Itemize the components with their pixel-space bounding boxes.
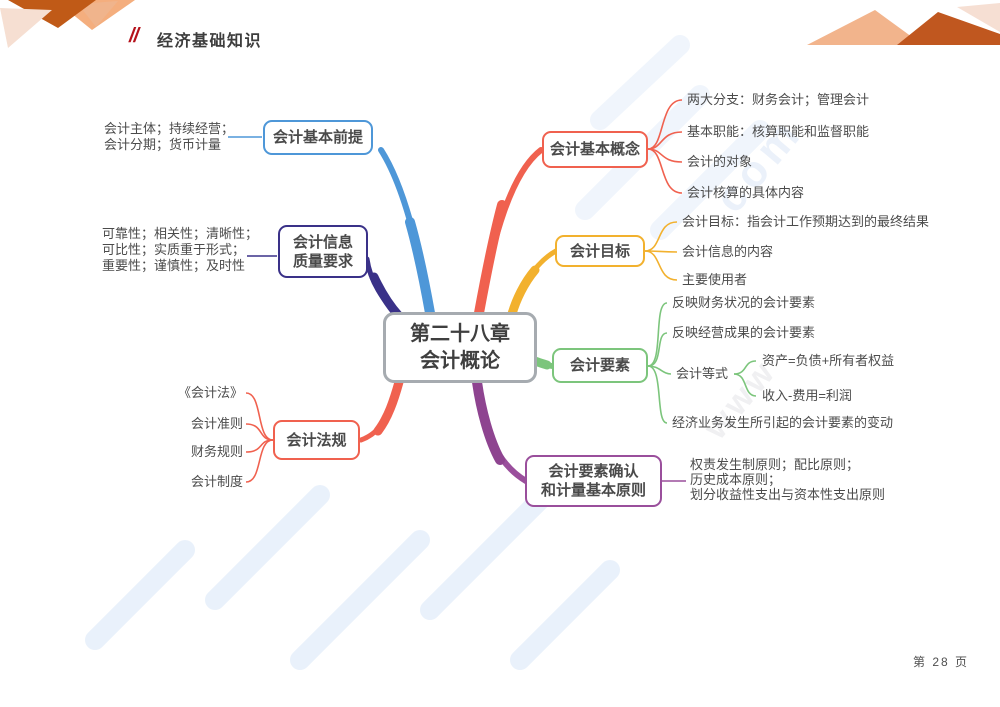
elements-leaf: 反映经营成果的会计要素 [672,325,816,340]
quality-label-line1: 会计信息 [292,233,353,251]
node-accounting-goal: 会计目标 [555,235,645,267]
node-information-quality: 会计信息 质量要求 [278,225,368,278]
concept-leaf: 两大分支：财务会计；管理会计 [687,92,870,107]
regulation-leaf: 财务规则 [190,444,243,459]
branch-curves [358,147,559,484]
goal-leaf: 主要使用者 [682,272,748,287]
equation-leaf: 收入-费用=利润 [762,388,852,403]
page-title: 经济基础知识 [157,33,263,50]
header-slash-mark: // [129,25,139,47]
node-accounting-elements: 会计要素 [552,348,648,383]
corner-decoration-left [0,0,135,48]
concept-leaf: 会计的对象 [687,154,753,169]
goal-leaf: 会计目标：指会计工作预期达到的最终结果 [682,214,930,229]
equation-leaf: 资产=负债+所有者权益 [762,353,895,368]
quality-note-line: 可比性；实质重于形式； [102,242,246,257]
regulation-leaf: 会计制度 [190,474,243,489]
premise-note-line: 会计分期；货币计量 [104,137,222,152]
central-topic-node: 第二十八章 会计概论 [383,312,537,383]
node-basic-concepts: 会计基本概念 [542,131,648,168]
central-topic-line1: 第二十八章 [410,322,510,345]
elements-leaf: 反映财务状况的会计要素 [672,295,816,310]
quality-label-line2: 质量要求 [292,252,353,270]
principles-note-line: 划分收益性支出与资本性支出原则 [690,487,886,502]
regulation-leaf: 会计准则 [190,416,243,431]
principles-label-line1: 会计要素确认 [548,463,639,480]
node-accounting-regulations: 会计法规 [273,420,360,460]
node-recognition-measurement-principles: 会计要素确认 和计量基本原则 [525,455,662,507]
central-topic-line2: 会计概论 [420,349,500,372]
elements-leaf-equation-label: 会计等式 [676,366,729,381]
principles-label-line2: 和计量基本原则 [540,482,646,499]
quality-note-line: 可靠性；相关性；清晰性； [102,226,259,241]
premise-note: 会计主体；持续经营； 会计分期；货币计量 [104,121,234,153]
node-accounting-premises: 会计基本前提 [263,120,373,155]
regulation-leaf: 《会计法》 [177,385,243,400]
concept-leaf: 会计核算的具体内容 [687,185,805,200]
quality-note: 可靠性；相关性；清晰性； 可比性；实质重于形式； 重要性；谨慎性；及时性 [102,226,258,274]
page-number: 第 28 页 [913,655,970,669]
leaf-connectors [228,99,757,483]
premise-note-line: 会计主体；持续经营； [104,121,235,136]
goal-leaf: 会计信息的内容 [682,244,774,259]
principles-note: 权责发生制原则；配比原则； 历史成本原则； 划分收益性支出与资本性支出原则 [690,457,885,502]
concept-leaf: 基本职能：核算职能和监督职能 [687,124,870,139]
quality-note-line: 重要性；谨慎性；及时性 [102,258,246,273]
principles-note-line: 历史成本原则； [690,472,782,487]
elements-leaf: 经济业务发生所引起的会计要素的变动 [672,415,894,430]
corner-decoration-right [807,3,1000,45]
principles-note-line: 权责发生制原则；配比原则； [690,457,860,472]
